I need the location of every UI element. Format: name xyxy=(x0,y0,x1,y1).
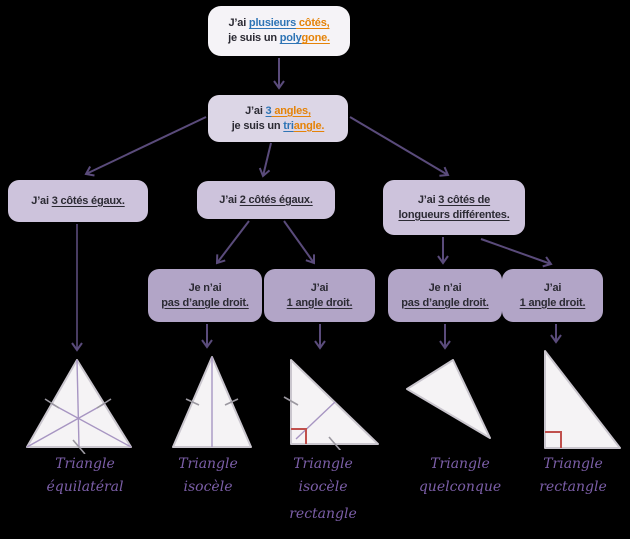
arrow-triangle-to-2-egaux xyxy=(258,142,272,178)
node-isocele-pas-angle-droit: Je n’ai pas d’angle droit. xyxy=(148,269,262,322)
node-text: 1 angle droit. xyxy=(286,296,353,309)
node-polygone-line2: je suis un polygone. xyxy=(228,31,330,46)
node-text: J’ai 2 côtés égaux. xyxy=(219,193,313,208)
node-3-cotes-egaux: J’ai 3 côtés égaux. xyxy=(8,180,148,222)
arrow-differents-to-1-angle xyxy=(480,238,553,268)
node-2-cotes-egaux: J’ai 2 côtés égaux. xyxy=(197,181,335,219)
node-3-cotes-differents: J’ai 3 côtés de longueurs différentes. xyxy=(383,180,525,235)
node-triangle: J’ai 3 angles, je suis un triangle. xyxy=(208,95,348,142)
label-line: rectangle xyxy=(289,506,357,522)
text-segment: angles, xyxy=(271,104,311,117)
text-segment: gone. xyxy=(301,32,331,44)
text-segment: je suis un xyxy=(228,32,280,44)
text-segment: côtés, xyxy=(296,17,330,29)
label-triangle-rectangle: Triangle rectangle xyxy=(518,453,628,499)
node-text: 1 angle droit. xyxy=(519,296,586,309)
node-text: pas d’angle droit. xyxy=(161,296,249,309)
text-segment: J’ai xyxy=(219,193,240,206)
text-segment: tri xyxy=(283,119,294,132)
right-angle-mark xyxy=(291,428,307,444)
label-line: rectangle xyxy=(539,479,607,495)
text-segment: J’ai xyxy=(417,193,439,206)
text-segment: J’ai xyxy=(31,194,52,207)
node-text: Je n’ai xyxy=(188,281,222,294)
right-isosceles-triangle-figure xyxy=(283,359,379,450)
text-segment: 2 côtés égaux. xyxy=(239,193,313,206)
label-triangle-quelconque: Triangle quelconque xyxy=(396,453,524,499)
node-text: longueurs différentes. xyxy=(398,208,510,221)
arrow-2-egaux-to-1-angle xyxy=(283,220,315,265)
node-text: Je n’ai xyxy=(428,281,462,294)
scalene-triangle-figure xyxy=(406,359,491,439)
label-line: Triangle xyxy=(543,456,603,472)
text-segment: 3 côtés égaux. xyxy=(51,194,125,207)
isosceles-triangle-figure xyxy=(172,356,252,448)
node-polygone-line1: J’ai plusieurs côtés, xyxy=(229,16,330,31)
text-segment: 3 côtés de xyxy=(438,193,491,206)
label-line: Triangle xyxy=(293,456,353,472)
label-line: isocèle xyxy=(183,479,233,495)
label-line: Triangle xyxy=(55,456,115,472)
text-segment: poly xyxy=(279,32,302,44)
text-segment: 3 xyxy=(265,104,272,117)
node-triangle-line1: J’ai 3 angles, xyxy=(245,104,311,119)
node-triangle-line2: je suis un triangle. xyxy=(232,119,325,134)
node-text: J’ai 3 côtés de xyxy=(418,193,490,208)
label-line: Triangle xyxy=(178,456,238,472)
label-line: Triangle xyxy=(430,456,490,472)
label-line: quelconque xyxy=(418,479,502,495)
arrow-2-egaux-to-sans-angle xyxy=(215,220,250,265)
label-line: isocèle xyxy=(298,479,348,495)
label-line: équilatéral xyxy=(46,479,124,495)
node-polygone: J’ai plusieurs côtés, je suis un polygon… xyxy=(208,6,350,56)
node-text: J’ai xyxy=(543,281,562,294)
node-quelconque-pas-angle-droit: Je n’ai pas d’angle droit. xyxy=(388,269,502,322)
text-segment: J’ai xyxy=(245,104,266,117)
text-segment: je suis un xyxy=(231,119,284,132)
arrow-triangle-to-differents xyxy=(349,116,450,177)
node-rectangle-1-angle-droit: J’ai 1 angle droit. xyxy=(502,269,603,322)
node-text: J’ai xyxy=(310,281,329,294)
node-isocele-1-angle-droit: J’ai 1 angle droit. xyxy=(264,269,375,322)
text-segment: angle. xyxy=(293,119,325,132)
label-triangle-isocele-rectangle: Triangle isocèle rectangle xyxy=(262,453,384,526)
text-segment: plusieurs xyxy=(248,17,297,29)
text-segment: J’ai xyxy=(228,17,249,29)
node-text: J’ai 3 côtés égaux. xyxy=(31,194,125,209)
right-triangle-figure xyxy=(544,350,621,449)
arrow-triangle-to-3-egaux xyxy=(84,116,207,177)
right-angle-mark xyxy=(545,431,562,448)
label-triangle-equilateral: Triangle équilatéral xyxy=(18,453,152,499)
node-text: pas d’angle droit. xyxy=(401,296,489,309)
equilateral-triangle-figure xyxy=(26,359,132,454)
label-triangle-isocele: Triangle isocèle xyxy=(148,453,268,499)
